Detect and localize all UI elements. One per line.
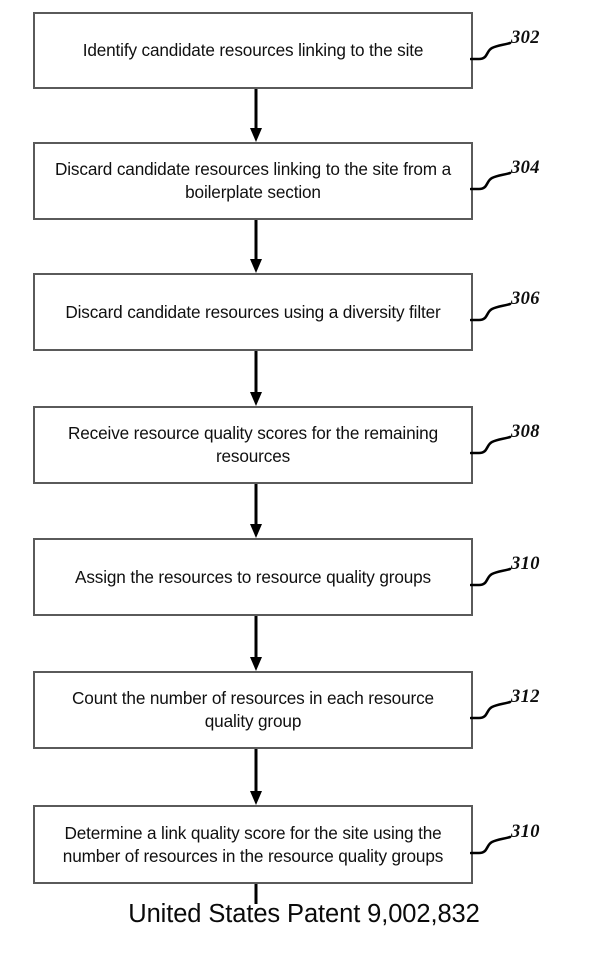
- reference-numeral: 304: [511, 158, 540, 178]
- reference-numeral: 310: [511, 554, 540, 574]
- leader-line-icon: [470, 835, 512, 854]
- flow-arrow-down-icon: [247, 616, 265, 671]
- flow-arrow-down-icon: [247, 484, 265, 538]
- leader-line-icon: [470, 567, 512, 587]
- reference-numeral-group-5: 312: [470, 680, 608, 734]
- reference-numeral: 302: [511, 27, 540, 48]
- flowchart-step-box-302-0: Identify candidate resources linking to …: [33, 12, 473, 89]
- flowchart-step-label: Receive resource quality scores for the …: [68, 423, 438, 466]
- flowchart-step-label: Identify candidate resources linking to …: [82, 40, 424, 61]
- flow-arrow-down-icon: [247, 220, 265, 273]
- flowchart-step-label: Discard candidate resources using a dive…: [65, 301, 441, 322]
- reference-numeral: 308: [511, 422, 540, 442]
- flowchart-step-label: Determine a link quality score for the s…: [62, 822, 444, 866]
- reference-numeral-group-6: 310: [470, 815, 608, 869]
- leader-line-icon: [470, 700, 512, 720]
- reference-numeral-group-3: 308: [470, 415, 608, 469]
- flowchart-step-box-310-4: Assign the resources to resource quality…: [33, 538, 473, 616]
- reference-numeral-group-0: 302: [470, 21, 608, 75]
- flowchart-step-box-304-1: Discard candidate resources linking to t…: [33, 142, 473, 220]
- reference-numeral-group-1: 304: [470, 151, 608, 205]
- flowchart-step-box-306-2: Discard candidate resources using a dive…: [33, 273, 473, 351]
- flow-stub-line: [247, 884, 265, 904]
- reference-numeral: 310: [511, 821, 540, 842]
- leader-line-icon: [470, 302, 512, 322]
- patent-caption: United States Patent 9,002,832: [128, 900, 480, 928]
- reference-numeral-group-4: 310: [470, 547, 608, 601]
- reference-numeral-group-2: 306: [470, 282, 608, 336]
- leader-line-icon: [470, 41, 512, 60]
- flowchart-step-box-308-3: Receive resource quality scores for the …: [33, 406, 473, 484]
- reference-numeral: 312: [511, 687, 540, 707]
- flowchart-step-box-310-6: Determine a link quality score for the s…: [33, 805, 473, 884]
- flow-arrow-down-icon: [247, 351, 265, 406]
- flowchart-step-box-312-5: Count the number of resources in each re…: [33, 671, 473, 749]
- flow-arrow-down-icon: [247, 749, 265, 805]
- flow-arrow-down-icon: [247, 89, 265, 142]
- leader-line-icon: [470, 171, 512, 191]
- flowchart-step-label: Discard candidate resources linking to t…: [55, 159, 451, 202]
- leader-line-icon: [470, 435, 512, 455]
- reference-numeral: 306: [511, 289, 540, 309]
- flowchart-step-label: Assign the resources to resource quality…: [75, 566, 431, 587]
- flowchart-step-label: Count the number of resources in each re…: [72, 688, 434, 731]
